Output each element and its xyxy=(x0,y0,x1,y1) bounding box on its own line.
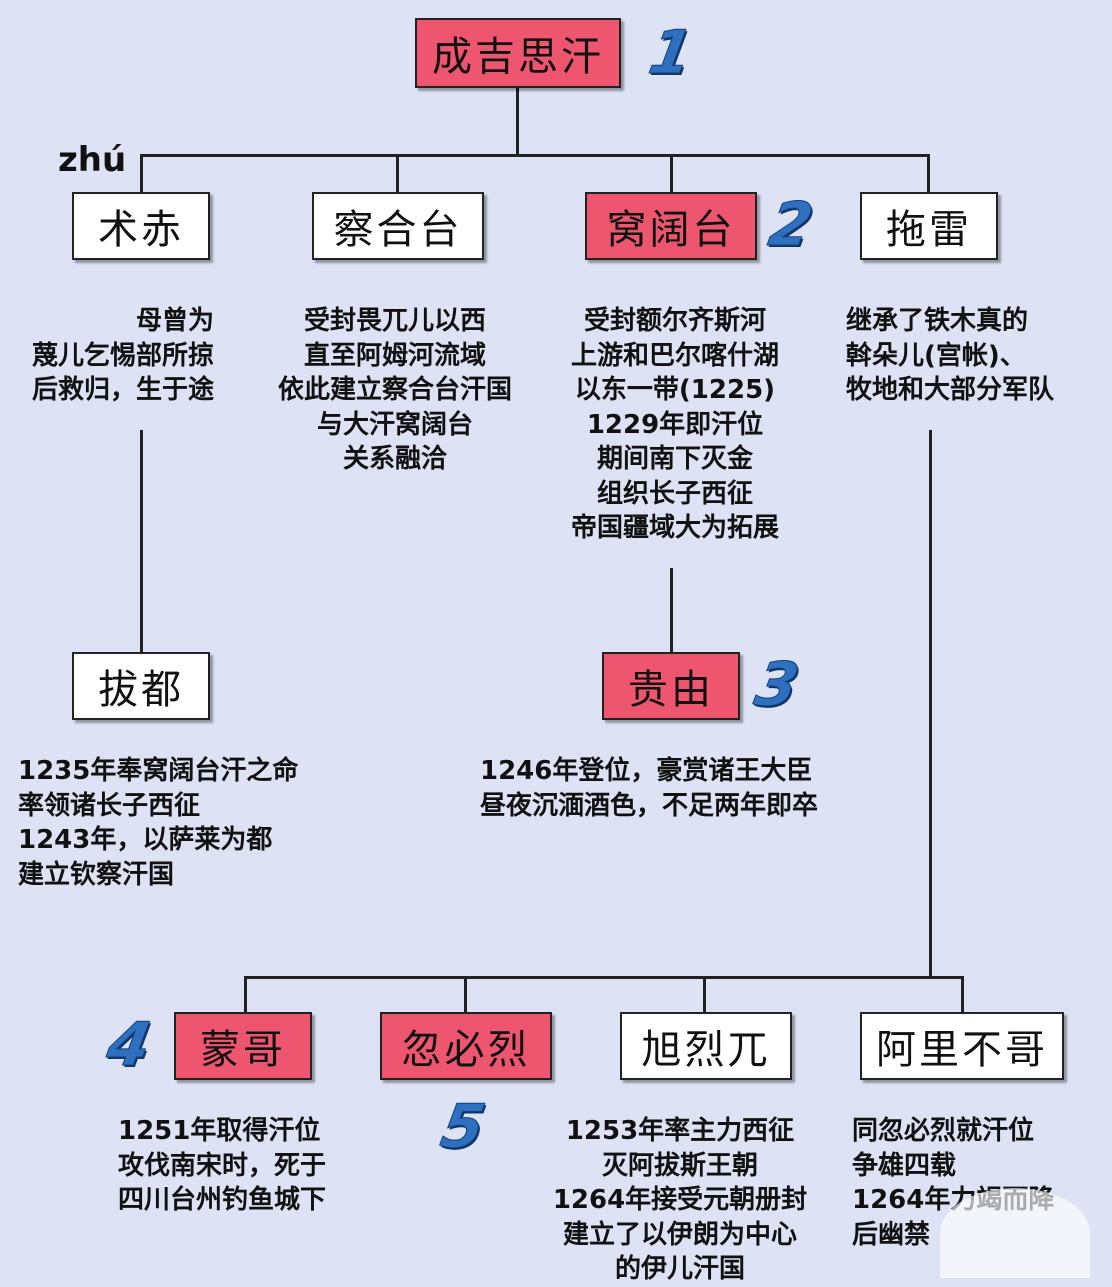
desc-line: 关系融洽 xyxy=(342,444,447,474)
node-name: 窝阔台 xyxy=(606,207,736,253)
desc-line: 1264年接受元朝册封 xyxy=(552,1185,808,1215)
connector xyxy=(140,430,143,652)
connector xyxy=(516,86,519,156)
desc-line: 同忽必烈就汗位 xyxy=(852,1116,1035,1146)
desc-line: 受封额尔齐斯河 xyxy=(583,306,766,336)
node-name: 成吉思汗 xyxy=(432,34,604,80)
desc-line: 后幽禁 xyxy=(852,1219,931,1250)
description-batu: 1235年奉窝阔台汗之命 率领诸长子西征 1243年，以萨莱为都 建立钦察汗国 xyxy=(18,754,298,892)
description-hulagu: 1253年率主力西征 灭阿拔斯王朝 1264年接受元朝册封 建立了以伊朗为中心 … xyxy=(530,1114,830,1287)
watermark-overlay xyxy=(940,1188,1090,1278)
desc-line: 母曾为 xyxy=(135,306,214,336)
desc-line: 的伊儿汗国 xyxy=(614,1254,745,1284)
pinyin-annotation: zhú xyxy=(58,140,127,180)
node-name: 忽必烈 xyxy=(401,1027,531,1073)
node-tolui: 拖雷 xyxy=(860,192,998,260)
desc-line: 1243年，以萨莱为都 xyxy=(18,825,273,855)
generation-number: 2 xyxy=(763,190,818,261)
node-guyuk: 贵由 xyxy=(602,652,740,720)
connector xyxy=(396,154,399,192)
generation-number: 4 xyxy=(101,1010,156,1081)
connector xyxy=(961,976,964,1012)
desc-line: 上游和巴尔喀什湖 xyxy=(570,340,779,371)
desc-line: 牧地和大部分军队 xyxy=(846,375,1055,405)
node-name: 旭烈兀 xyxy=(641,1027,771,1073)
node-name: 察合台 xyxy=(333,207,463,253)
node-jochi: 术赤 xyxy=(72,192,210,260)
desc-line: 1246年登位，豪赏诸王大臣 xyxy=(480,756,813,786)
desc-line: 1253年率主力西征 xyxy=(565,1116,795,1146)
desc-line: 继承了铁木真的 xyxy=(846,306,1029,336)
desc-line: 攻伐南宋时，死于 xyxy=(118,1150,327,1181)
desc-line: 直至阿姆河流域 xyxy=(303,340,486,371)
desc-line: 以东一带(1225) xyxy=(574,375,776,405)
connector xyxy=(140,154,930,157)
desc-line: 受封畏兀儿以西 xyxy=(303,306,486,336)
node-ariq-boke: 阿里不哥 xyxy=(860,1012,1064,1080)
node-hulagu: 旭烈兀 xyxy=(620,1012,792,1080)
desc-line: 建立钦察汗国 xyxy=(18,859,175,890)
description-tolui: 继承了铁木真的 斡朵儿(宫帐)、 牧地和大部分军队 xyxy=(846,304,1054,408)
node-batu: 拔都 xyxy=(72,652,210,720)
desc-line: 组织长子西征 xyxy=(596,478,753,509)
connector xyxy=(244,976,247,1012)
desc-line: 灭阿拔斯王朝 xyxy=(601,1150,758,1181)
description-guyuk: 1246年登位，豪赏诸王大臣 昼夜沉湎酒色，不足两年即卒 xyxy=(480,754,818,823)
node-name: 拖雷 xyxy=(886,207,972,253)
generation-number: 1 xyxy=(643,18,698,89)
node-ogedei: 窝阔台 xyxy=(585,192,757,260)
node-mongke: 蒙哥 xyxy=(174,1012,312,1080)
node-name: 蒙哥 xyxy=(200,1027,286,1073)
connector xyxy=(670,568,673,652)
node-name: 贵由 xyxy=(628,667,714,713)
desc-line: 1251年取得汗位 xyxy=(118,1116,321,1146)
node-kublai: 忽必烈 xyxy=(380,1012,552,1080)
connector xyxy=(464,976,467,1012)
desc-line: 1235年奉窝阔台汗之命 xyxy=(18,756,299,786)
description-jochi: 母曾为 蔑儿乞惕部所掠 后救归，生于途 xyxy=(32,304,214,408)
node-name: 术赤 xyxy=(98,207,184,253)
desc-line: 依此建立察合台汗国 xyxy=(277,375,512,405)
desc-line: 期间南下灭金 xyxy=(596,444,753,474)
generation-number: 3 xyxy=(749,650,804,721)
connector xyxy=(140,154,143,192)
node-name: 拔都 xyxy=(98,667,184,713)
desc-line: 率领诸长子西征 xyxy=(18,790,201,821)
connector xyxy=(927,154,930,192)
desc-line: 后救归，生于途 xyxy=(31,375,214,405)
desc-line: 与大汗窝阔台 xyxy=(316,409,473,440)
connector xyxy=(703,976,706,1012)
desc-line: 蔑儿乞惕部所掠 xyxy=(31,340,214,371)
desc-line: 昼夜沉湎酒色，不足两年即卒 xyxy=(480,790,819,821)
generation-number: 5 xyxy=(435,1092,490,1163)
description-mongke: 1251年取得汗位 攻伐南宋时，死于 四川台州钓鱼城下 xyxy=(118,1114,326,1218)
description-chagatai: 受封畏兀儿以西 直至阿姆河流域 依此建立察合台汗国 与大汗窝阔台 关系融洽 xyxy=(250,304,540,477)
desc-line: 1229年即汗位 xyxy=(586,409,764,440)
desc-line: 帝国疆域大为拓展 xyxy=(570,513,779,543)
desc-line: 斡朵儿(宫帐)、 xyxy=(846,340,1026,371)
desc-line: 争雄四载 xyxy=(852,1150,957,1181)
node-genghis-khan: 成吉思汗 xyxy=(415,18,621,88)
desc-line: 四川台州钓鱼城下 xyxy=(118,1185,327,1215)
desc-line: 建立了以伊朗为中心 xyxy=(562,1219,797,1250)
connector xyxy=(670,154,673,192)
node-name: 阿里不哥 xyxy=(876,1027,1048,1073)
connector xyxy=(929,430,932,978)
node-chagatai: 察合台 xyxy=(312,192,484,260)
description-ogedei: 受封额尔齐斯河 上游和巴尔喀什湖 以东一带(1225) 1229年即汗位 期间南… xyxy=(540,304,810,546)
connector xyxy=(244,976,964,979)
